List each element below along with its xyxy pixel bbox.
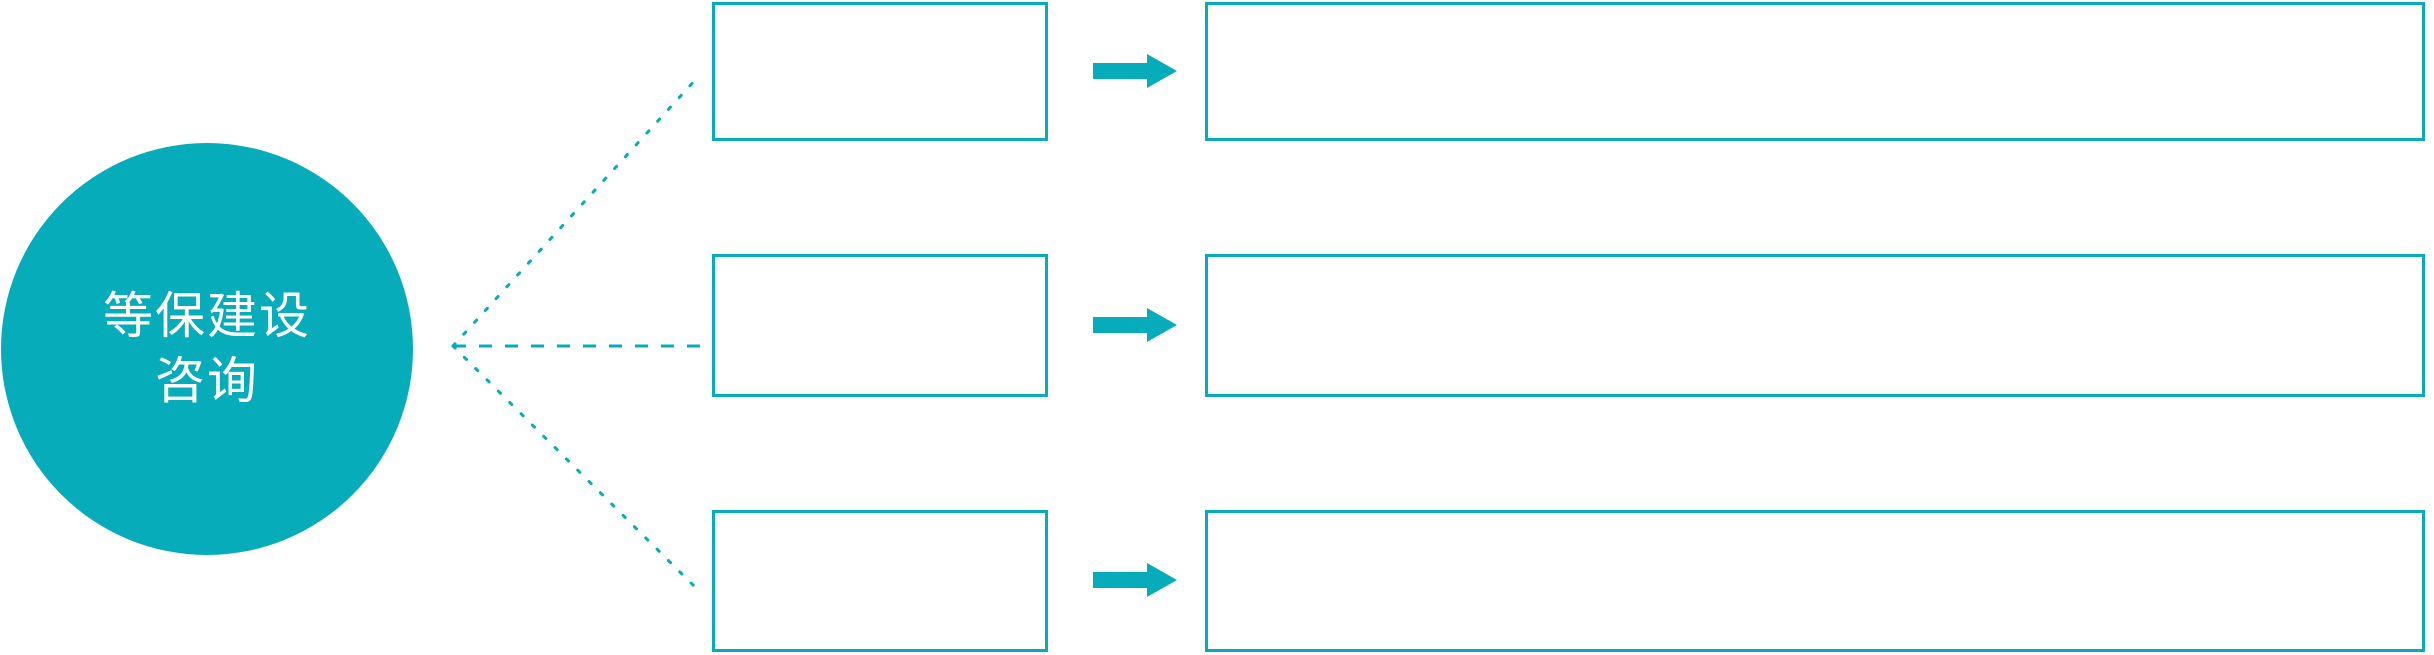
detail-box-3[interactable]: [1205, 510, 2425, 652]
label-box-3[interactable]: [712, 510, 1048, 652]
arrow-right-icon: [1093, 54, 1177, 88]
hub-title-line-2: 咨询: [155, 353, 259, 409]
detail-box-2[interactable]: [1205, 254, 2425, 397]
hub-circle[interactable]: 等保建设 咨询: [1, 143, 413, 555]
hub-title-line-1: 等保建设: [103, 288, 311, 344]
label-box-2[interactable]: [712, 254, 1048, 397]
connector-line-bottom: [451, 344, 699, 591]
detail-box-1[interactable]: [1205, 2, 2425, 141]
arrow-right-icon: [1093, 308, 1177, 342]
connector-line-top: [451, 76, 699, 348]
label-box-1[interactable]: [712, 2, 1048, 141]
arrow-right-icon: [1093, 563, 1177, 597]
